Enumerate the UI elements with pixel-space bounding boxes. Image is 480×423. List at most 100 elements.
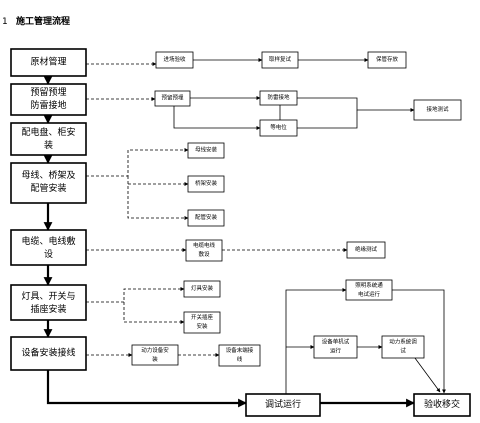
svg-text:动力设备安: 动力设备安	[141, 346, 169, 354]
substep-label: 开关插座	[191, 313, 214, 321]
svg-text:线: 线	[237, 355, 243, 363]
substep-insulation-test: 绝缘测试	[346, 241, 386, 259]
svg-text:配管安装: 配管安装	[195, 213, 218, 221]
svg-text:保管存放: 保管存放	[376, 55, 399, 63]
substep-label: 敷设	[198, 250, 210, 258]
arrow-commission-light-sys	[285, 288, 347, 394]
substep-tray-install: 桥架安装	[187, 175, 225, 193]
svg-text:设备末端接: 设备末端接	[226, 346, 254, 354]
svg-text:安装: 安装	[196, 322, 208, 330]
step-lamp-switch: 灯具、开关与 插座安装	[10, 284, 87, 321]
svg-text:预留预埋: 预留预埋	[30, 86, 66, 98]
svg-text:灯具安装: 灯具安装	[191, 284, 214, 292]
step-label: 防雷接地	[30, 99, 66, 111]
svg-text:防雷接地: 防雷接地	[30, 99, 66, 111]
substep-label: 接地测试	[426, 105, 449, 113]
step-label: 灯具、开关与	[21, 290, 75, 302]
svg-text:进场验收: 进场验收	[163, 55, 186, 63]
step-commissioning: 调试运行	[245, 393, 321, 417]
heading-title: 施工管理流程	[16, 17, 71, 27]
step-label: 调试运行	[265, 398, 301, 410]
arrow-to-ground-test	[297, 97, 415, 112]
step-cable: 电缆、电线敷 设	[10, 229, 87, 266]
step-label: 母线、桥架及	[21, 169, 75, 181]
substep-power-system-debug: 动力系统调 试	[381, 335, 425, 359]
substep-label: 桥架安装	[195, 179, 218, 187]
step-label: 原材管理	[30, 56, 66, 68]
substep-label: 配管安装	[195, 213, 218, 221]
substep-label: 运行	[330, 347, 342, 355]
substep-label: 保管存放	[376, 55, 399, 63]
svg-text:灯具、开关与: 灯具、开关与	[21, 290, 75, 302]
substep-label: 取样复试	[269, 55, 292, 63]
svg-text:配管安装: 配管安装	[30, 182, 66, 194]
substep-terminal-wiring: 设备末端接 线	[218, 344, 261, 367]
substep-label: 电试运行	[358, 290, 381, 298]
step-equipment-wiring: 设备安装接线	[10, 336, 87, 371]
substep-label: 进场验收	[163, 55, 186, 63]
step-label: 预留预埋	[30, 86, 66, 98]
svg-text:设: 设	[44, 249, 53, 260]
svg-text:开关插座: 开关插座	[191, 313, 214, 321]
step-raw-material: 原材管理	[10, 48, 87, 77]
heading-number: 1	[2, 17, 8, 27]
svg-text:接地测试: 接地测试	[426, 105, 449, 113]
substep-pipe-install: 配管安装	[187, 209, 225, 227]
svg-text:桥架安装: 桥架安装	[195, 179, 218, 187]
substep-switch-install: 开关插座 安装	[183, 311, 221, 334]
svg-text:预留预埋: 预留预埋	[161, 94, 184, 102]
svg-text:母线、桥架及: 母线、桥架及	[21, 169, 75, 181]
step-label: 电缆、电线敷	[21, 235, 75, 247]
substep-label: 绝缘测试	[355, 245, 378, 253]
arrow-switch-branch	[123, 302, 185, 324]
step-acceptance: 验收移交	[413, 393, 471, 417]
svg-text:绝缘测试: 绝缘测试	[355, 245, 378, 253]
step-label: 验收移交	[424, 398, 460, 410]
step-cabinet: 配电盘、柜安 装	[10, 122, 87, 156]
step-bus-tray-pipe: 母线、桥架及 配管安装	[10, 162, 87, 204]
svg-text:照明系统通: 照明系统通	[355, 281, 383, 289]
arrow-lamp-branch	[86, 287, 185, 303]
svg-text:敷设: 敷设	[198, 250, 210, 258]
substep-store: 保管存放	[367, 51, 407, 69]
substep-single-unit-trial: 设备单机试 运行	[313, 335, 358, 359]
substep-lamp-install: 灯具安装	[183, 280, 221, 298]
sub-steps: 进场验收 取样复试 保管存放 预留预埋 防雷接地 等电位 接地测试 母线安装	[131, 51, 462, 367]
substep-sample: 取样复试	[261, 51, 299, 69]
svg-text:装: 装	[44, 139, 53, 151]
svg-text:电缆、电线敷: 电缆、电线敷	[21, 235, 75, 247]
step-label: 设备安装接线	[21, 347, 75, 359]
substep-label: 电缆电线	[193, 241, 216, 249]
svg-text:取样复试: 取样复试	[269, 55, 292, 63]
svg-text:原材管理: 原材管理	[30, 56, 66, 68]
svg-text:装: 装	[152, 355, 158, 363]
svg-text:插座安装: 插座安装	[30, 303, 66, 315]
arrow-wiring-commission	[46, 370, 247, 408]
substep-label: 防雷接地	[267, 93, 290, 101]
step-label: 装	[44, 139, 53, 151]
arrow-reserve-equip	[173, 106, 261, 130]
svg-text:防雷接地: 防雷接地	[267, 93, 290, 101]
substep-lighting-system-trial: 照明系统通 电试运行	[345, 279, 393, 301]
arrow-power-sys-accept	[411, 353, 441, 393]
substep-label: 预留预埋	[161, 94, 184, 102]
substep-ground-test: 接地测试	[413, 99, 462, 121]
connectors	[43, 58, 446, 408]
main-steps: 原材管理 预留预埋 防雷接地 配电盘、柜安 装 母线、桥架及 配管安装 电缆、电…	[10, 48, 471, 417]
svg-text:运行: 运行	[330, 347, 342, 355]
substep-lightning: 防雷接地	[259, 90, 298, 106]
svg-text:动力系统调: 动力系统调	[389, 338, 417, 346]
substep-label: 试	[400, 347, 406, 355]
substep-label: 动力设备安	[141, 346, 169, 354]
substep-label: 设备单机试	[322, 338, 350, 346]
substep-label: 照明系统通	[355, 281, 383, 289]
svg-text:试: 试	[400, 347, 406, 355]
substep-label: 等电位	[270, 123, 287, 131]
svg-text:电缆电线: 电缆电线	[193, 241, 216, 249]
substep-bus-install: 母线安装	[187, 142, 225, 159]
substep-equipotential: 等电位	[259, 119, 298, 137]
svg-text:验收移交: 验收移交	[424, 398, 460, 410]
substep-label: 线	[237, 355, 243, 363]
substep-label: 安装	[196, 322, 208, 330]
